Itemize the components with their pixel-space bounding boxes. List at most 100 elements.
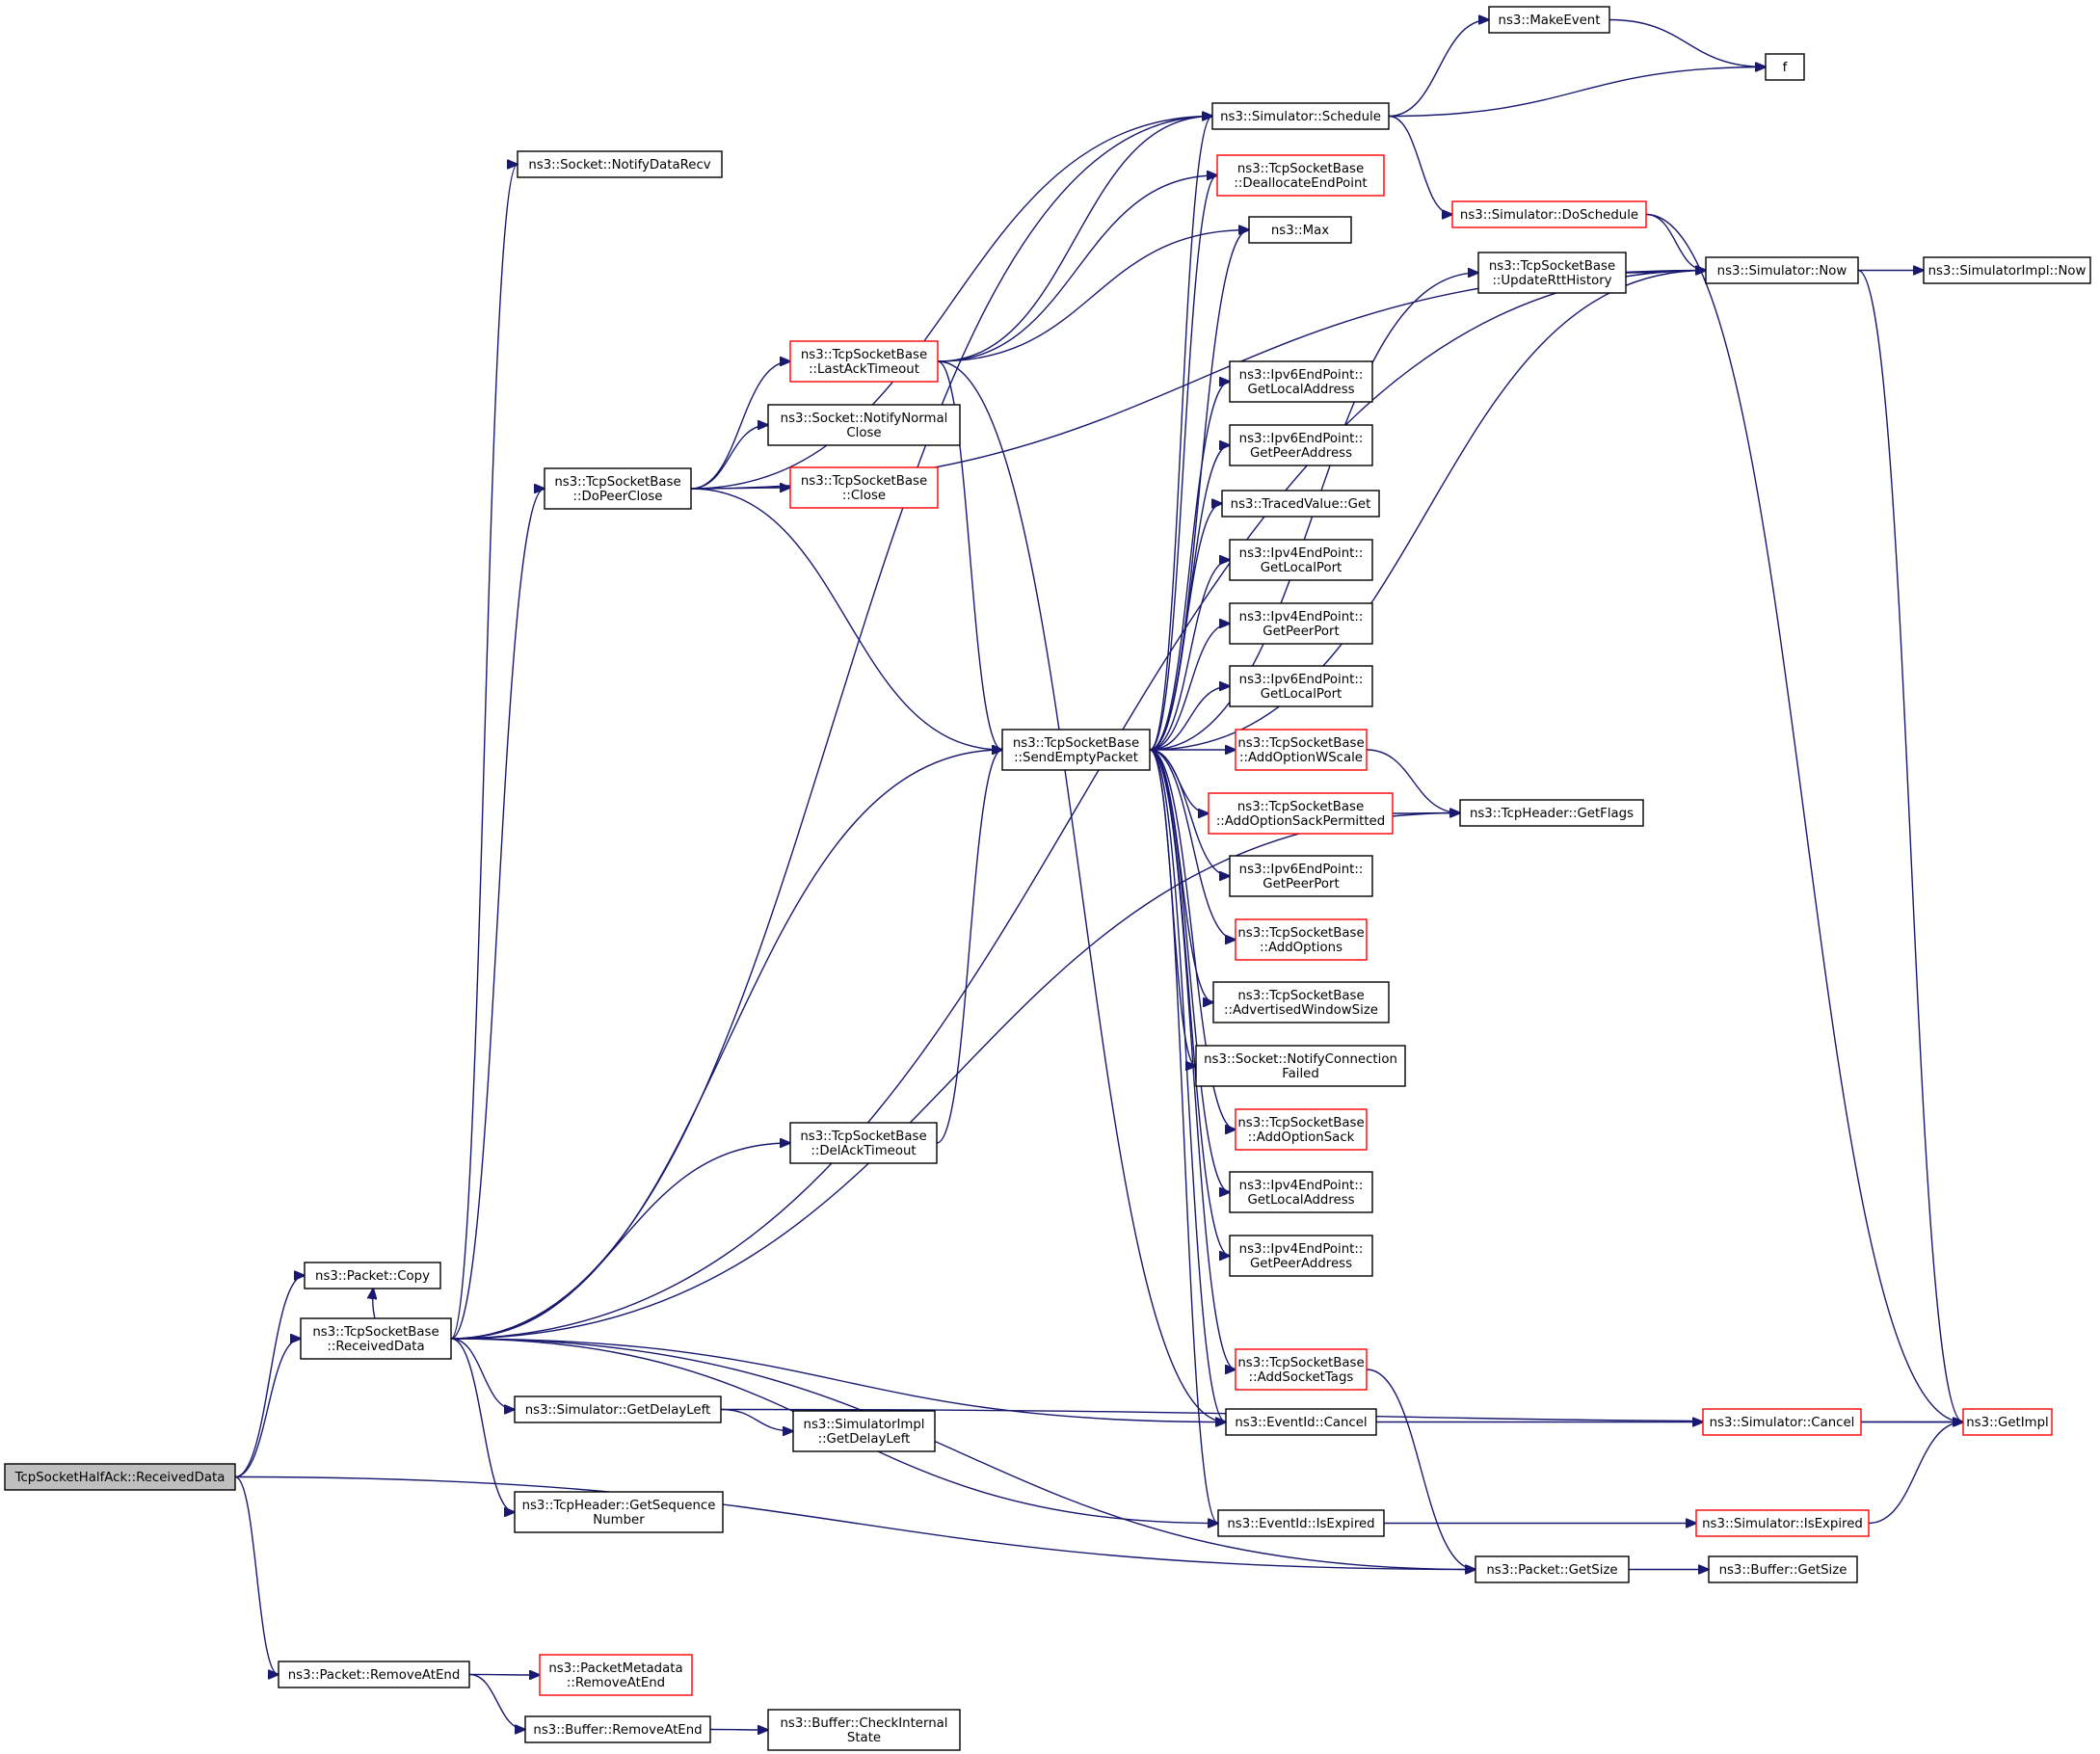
node-label: ns3::TcpHeader::GetSequence [522,1499,716,1513]
node-box [1211,102,1390,130]
node-box [1001,729,1151,771]
node-box [1248,216,1352,244]
node-v6gla[interactable]: ns3::Ipv6EndPoint::GetLocalAddress [1229,360,1373,403]
node-label: ns3::GetImpl [1966,1416,2048,1430]
node-recv[interactable]: ns3::TcpSocketBase::ReceivedData [300,1317,452,1360]
node-close[interactable]: ns3::TcpSocketBase::Close [789,466,939,509]
node-now[interactable]: ns3::Simulator::Now [1705,256,1859,284]
edge-root-to-pgetsize [234,1475,1475,1570]
node-pmrem[interactable]: ns3::PacketMetadata::RemoveAtEnd [539,1654,693,1696]
node-f[interactable]: f [1765,53,1805,81]
node-label: ns3::Packet::Copy [315,1269,430,1284]
node-box [1451,200,1647,228]
node-dealloc[interactable]: ns3::TcpSocketBase::DeallocateEndPoint [1216,154,1385,197]
node-v4gpa[interactable]: ns3::Ipv4EndPoint::GetPeerAddress [1229,1235,1373,1277]
node-v4gla[interactable]: ns3::Ipv4EndPoint::GetLocalAddress [1229,1171,1373,1213]
node-pgetsize[interactable]: ns3::Packet::GetSize [1475,1555,1630,1583]
node-box [1235,729,1368,771]
node-box [789,340,939,383]
node-updrtt[interactable]: ns3::TcpSocketBase::UpdateRttHistory [1477,252,1627,294]
node-schedule[interactable]: ns3::Simulator::Schedule [1211,102,1390,130]
node-label: ns3::Simulator::Now [1717,264,1847,279]
node-box [1216,154,1385,197]
node-label: ns3::Ipv6EndPoint:: [1239,432,1364,446]
node-label: ns3::Simulator::Schedule [1220,110,1381,124]
edge-recv-to-getseq [450,1338,515,1512]
node-notdr[interactable]: ns3::Socket::NotifyDataRecv [517,150,723,178]
node-box [789,466,939,509]
node-advws[interactable]: ns3::TcpSocketBase::AdvertisedWindowSize [1212,981,1390,1023]
node-copy[interactable]: ns3::Packet::Copy [304,1262,441,1289]
node-label: ns3::Ipv4EndPoint:: [1239,1179,1364,1193]
node-box [1212,981,1390,1023]
node-delack[interactable]: ns3::TcpSocketBase::DelAckTimeout [789,1122,938,1164]
node-label: ns3::Simulator::Cancel [1710,1416,1855,1430]
node-addopt[interactable]: ns3::TcpSocketBase::AddOptions [1235,918,1368,961]
edge-sendep-to-v4gla [1149,749,1230,1192]
node-sendep[interactable]: ns3::TcpSocketBase::SendEmptyPacket [1001,729,1151,771]
node-dopc[interactable]: ns3::TcpSocketBase::DoPeerClose [544,467,692,510]
edge-sendep-to-dealloc [1149,175,1217,751]
node-label: ns3::Packet::RemoveAtEnd [288,1668,461,1683]
node-v6gpp[interactable]: ns3::Ipv6EndPoint::GetPeerPort [1229,855,1373,897]
node-label: ns3::Max [1271,224,1329,238]
node-tvget[interactable]: ns3::TracedValue::Get [1221,490,1380,518]
node-aows[interactable]: ns3::TcpSocketBase::AddOptionWScale [1235,729,1368,771]
node-simisexp[interactable]: ns3::Simulator::IsExpired [1695,1509,1870,1537]
node-bgetsize[interactable]: ns3::Buffer::GetSize [1708,1555,1858,1583]
node-label: ns3::TracedValue::Get [1231,497,1371,512]
node-v4gpp[interactable]: ns3::Ipv4EndPoint::GetPeerPort [1229,602,1373,645]
node-label: ::SendEmptyPacket [1014,751,1138,765]
node-simimpldl[interactable]: ns3::SimulatorImpl::GetDelayLeft [792,1410,936,1452]
node-label: ns3::Buffer::GetSize [1719,1563,1847,1578]
node-label: ns3::EventId::Cancel [1235,1416,1367,1430]
node-max[interactable]: ns3::Max [1248,216,1352,244]
node-box [1221,490,1380,518]
node-cancel[interactable]: ns3::EventId::Cancel [1225,1408,1377,1436]
node-box [514,1491,724,1533]
node-label: ns3::Buffer::RemoveAtEnd [533,1723,702,1738]
edge-makeev-to-f [1608,18,1766,67]
node-addst[interactable]: ns3::TcpSocketBase::AddSocketTags [1235,1348,1368,1391]
node-getimpl[interactable]: ns3::GetImpl [1962,1408,2053,1436]
node-makeev[interactable]: ns3::MakeEvent [1488,6,1610,34]
node-simcancel[interactable]: ns3::Simulator::Cancel [1702,1408,1862,1436]
node-label: ::GetDelayLeft [818,1432,911,1447]
node-root[interactable]: TcpSocketHalfAck::ReceivedData [4,1463,236,1491]
node-v6glp[interactable]: ns3::Ipv6EndPoint::GetLocalPort [1229,665,1373,707]
node-label: ::LastAckTimeout [809,362,919,377]
node-box [1229,424,1373,466]
edge-schedule-to-makeev [1388,20,1489,118]
node-box [1229,665,1373,707]
node-label: GetLocalPort [1261,687,1342,702]
node-aosp[interactable]: ns3::TcpSocketBase::AddOptionSackPermitt… [1208,792,1394,835]
node-lastack[interactable]: ns3::TcpSocketBase::LastAckTimeout [789,340,939,383]
node-dosched[interactable]: ns3::Simulator::DoSchedule [1451,200,1647,228]
node-getdl[interactable]: ns3::Simulator::GetDelayLeft [514,1395,722,1423]
node-box [304,1262,441,1289]
node-isexp[interactable]: ns3::EventId::IsExpired [1217,1509,1385,1537]
node-box [1195,1045,1406,1087]
node-label: ns3::TcpSocketBase [1237,989,1364,1003]
node-box [1705,256,1859,284]
edge-dopc-to-notnc [690,425,768,490]
node-v6gpa[interactable]: ns3::Ipv6EndPoint::GetPeerAddress [1229,424,1373,466]
node-box [1229,360,1373,403]
node-implnow[interactable]: ns3::SimulatorImpl::Now [1923,256,2091,284]
edge-recv-to-getflags [450,813,1460,1340]
node-box [1923,256,2091,284]
node-v4glp[interactable]: ns3::Ipv4EndPoint::GetLocalPort [1229,539,1373,581]
node-box [1235,918,1368,961]
node-bufrem[interactable]: ns3::Buffer::RemoveAtEnd [524,1715,711,1743]
node-aosack[interactable]: ns3::TcpSocketBase::AddOptionSack [1235,1108,1368,1151]
node-box [1235,1348,1368,1391]
node-getflags[interactable]: ns3::TcpHeader::GetFlags [1459,799,1644,827]
node-remend[interactable]: ns3::Packet::RemoveAtEnd [278,1661,470,1688]
node-box [1488,6,1610,34]
edge-sendep-to-isexp [1149,749,1218,1524]
